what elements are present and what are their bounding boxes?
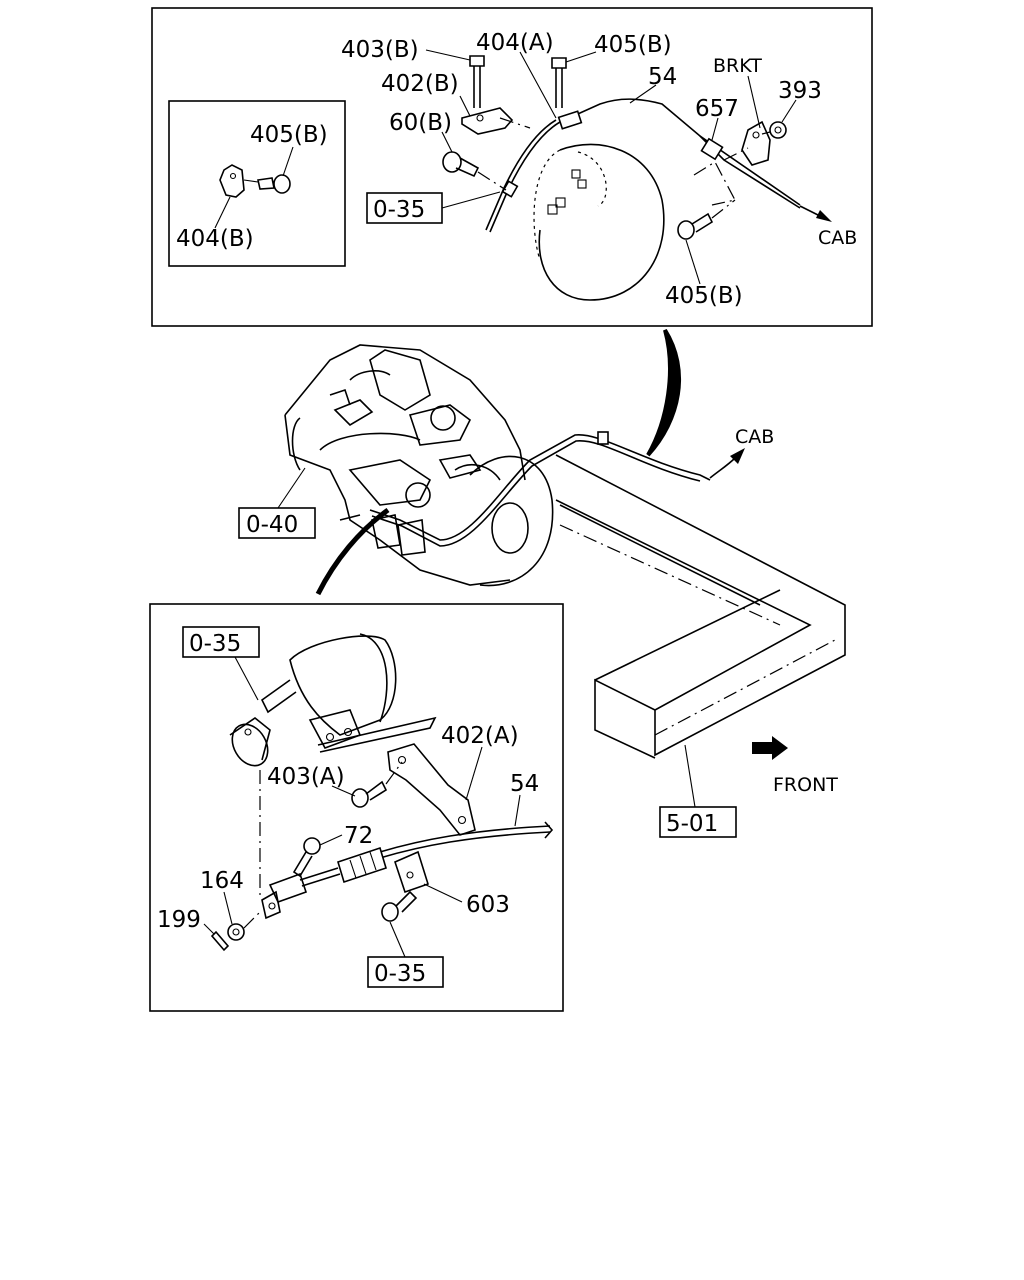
label-front: FRONT xyxy=(773,774,838,796)
bottom-inset-frame xyxy=(149,603,564,1012)
connector-arc-top xyxy=(646,328,682,457)
leader-199 xyxy=(203,923,215,935)
leader-404b-detail xyxy=(214,196,231,229)
label-72: 72 xyxy=(344,823,373,849)
bolt-60b xyxy=(442,151,507,191)
label-405b-top: 405(B) xyxy=(594,32,672,58)
ref-box-0-40 xyxy=(238,507,316,539)
ref-0-35-top: 0-35 xyxy=(373,197,425,223)
label-405b-bottom: 405(B) xyxy=(665,283,743,309)
label-393: 393 xyxy=(778,78,822,104)
cable-main xyxy=(369,434,711,541)
cable-54-top: CAB xyxy=(485,98,857,249)
ref-0-35-bottom: 0-35 xyxy=(374,961,426,987)
label-403b: 403(B) xyxy=(341,37,419,63)
label-405b-detail: 405(B) xyxy=(250,122,328,148)
leader-405b-detail xyxy=(282,146,294,177)
label-402a: 402(A) xyxy=(441,723,519,749)
bottom-inset: 0-35 0-35 402(A) 403(A) 54 72 164 603 19… xyxy=(149,603,564,1012)
label-402b: 402(B) xyxy=(381,71,459,97)
label-60b: 60(B) xyxy=(389,110,452,136)
leader-164 xyxy=(223,891,233,925)
bracket-brkt-drawing xyxy=(723,120,771,166)
bolt-405b-top xyxy=(551,57,567,108)
leader-402a xyxy=(465,746,483,801)
label-cab-main: CAB xyxy=(735,426,774,448)
bracket-402b-drawing xyxy=(461,107,531,135)
connector-arc-bottom xyxy=(315,507,390,596)
label-404b-detail: 404(B) xyxy=(176,226,254,252)
ref-box-5-01 xyxy=(659,806,737,838)
bolt-405b-bottom xyxy=(677,199,736,240)
bracket-402a-drawing xyxy=(317,716,476,836)
pin-199 xyxy=(210,930,230,952)
leader-405b-top xyxy=(565,51,597,63)
label-164: 164 xyxy=(200,868,244,894)
bracket-404b-drawing xyxy=(219,164,245,198)
leader-402b xyxy=(459,95,471,117)
bolt-403b xyxy=(469,55,485,108)
leader-393 xyxy=(781,99,797,123)
clip-603-drawing xyxy=(394,850,429,894)
leader-603 xyxy=(423,883,463,903)
leader-60b xyxy=(441,131,453,153)
clip-657-drawing xyxy=(693,161,736,206)
label-54-bottom: 54 xyxy=(510,771,539,797)
flywheel-housing xyxy=(533,143,665,301)
cylinder-drawing xyxy=(229,633,397,767)
label-657: 657 xyxy=(695,96,739,122)
ref-5-01: 5-01 xyxy=(666,811,718,837)
leader-403a xyxy=(331,785,356,797)
main-engine-view: CAB 0-40 5-01 FRONT xyxy=(238,344,846,838)
leader-72 xyxy=(319,834,343,846)
bolt-403a xyxy=(351,761,403,808)
pin-72 xyxy=(292,837,321,878)
leader-54-bottom xyxy=(514,794,521,827)
leader-brkt xyxy=(747,75,761,129)
leader-404a xyxy=(519,51,557,119)
top-inset-frame xyxy=(151,7,873,327)
ref-box-0-35-bottom xyxy=(367,956,444,988)
front-arrow-icon xyxy=(752,736,788,760)
cable-54-bottom xyxy=(261,821,554,920)
top-inset: 405(B) 404(B) CAB xyxy=(151,7,873,327)
leader-54-top xyxy=(629,84,657,104)
engine-block xyxy=(284,344,554,587)
ref-box-0-35-bottom-top xyxy=(182,626,260,658)
ref-box-0-35-top xyxy=(366,192,443,224)
bolt-405b-drawing xyxy=(257,177,275,190)
leader-405b-bottom xyxy=(685,239,701,285)
label-403a: 403(A) xyxy=(267,764,345,790)
ref-0-35-bottom-top: 0-35 xyxy=(189,631,241,657)
top-detail-box: 405(B) 404(B) xyxy=(168,100,346,267)
leader-657 xyxy=(711,117,719,141)
leader-403b xyxy=(425,49,471,61)
label-54-top: 54 xyxy=(648,64,677,90)
bolt-lower xyxy=(381,890,418,922)
chassis-frame xyxy=(555,454,846,759)
label-brkt: BRKT xyxy=(713,55,762,77)
label-404a: 404(A) xyxy=(476,30,554,56)
detail-frame xyxy=(168,100,346,267)
label-603: 603 xyxy=(466,892,510,918)
ref-0-40: 0-40 xyxy=(246,512,298,538)
label-199: 199 xyxy=(157,907,201,933)
label-cab-top: CAB xyxy=(818,227,857,249)
nut-393 xyxy=(761,121,787,139)
washer-164 xyxy=(227,923,245,941)
